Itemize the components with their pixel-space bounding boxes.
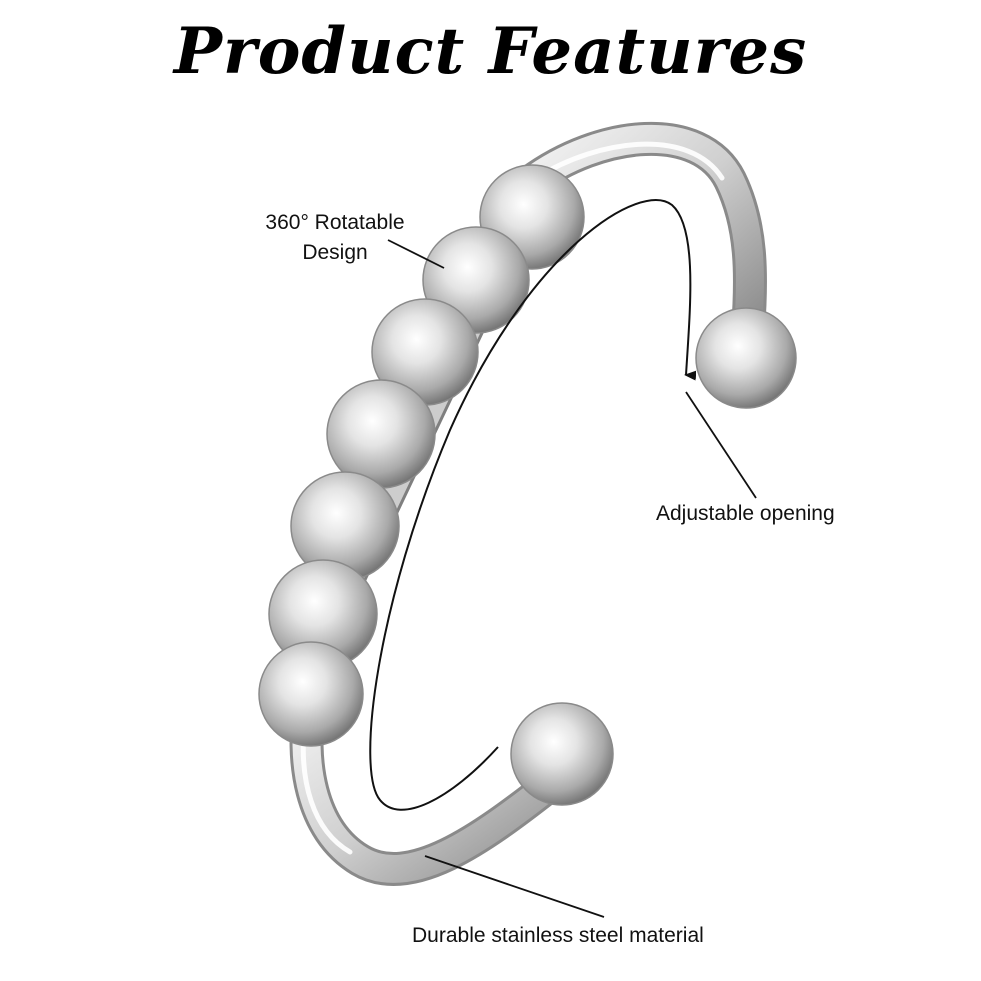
leader-adjustable <box>685 391 757 499</box>
callout-adjustable-opening: Adjustable opening <box>656 502 835 525</box>
callout-material: Durable stainless steel material <box>412 924 704 947</box>
callout-rotatable-line2: Design <box>302 241 368 264</box>
opening-arc-arrow <box>369 199 697 811</box>
leader-rotatable <box>387 239 445 269</box>
page-title: Product Features <box>173 14 808 89</box>
end-ball-top <box>695 307 797 409</box>
end-ball-bottom <box>510 702 614 806</box>
leader-material <box>424 855 605 918</box>
callout-rotatable-design: 360° Rotatable Design <box>240 208 430 268</box>
bead-7 <box>258 641 364 747</box>
callout-rotatable-line1: 360° Rotatable <box>265 211 405 234</box>
spinner-beads <box>258 164 585 747</box>
